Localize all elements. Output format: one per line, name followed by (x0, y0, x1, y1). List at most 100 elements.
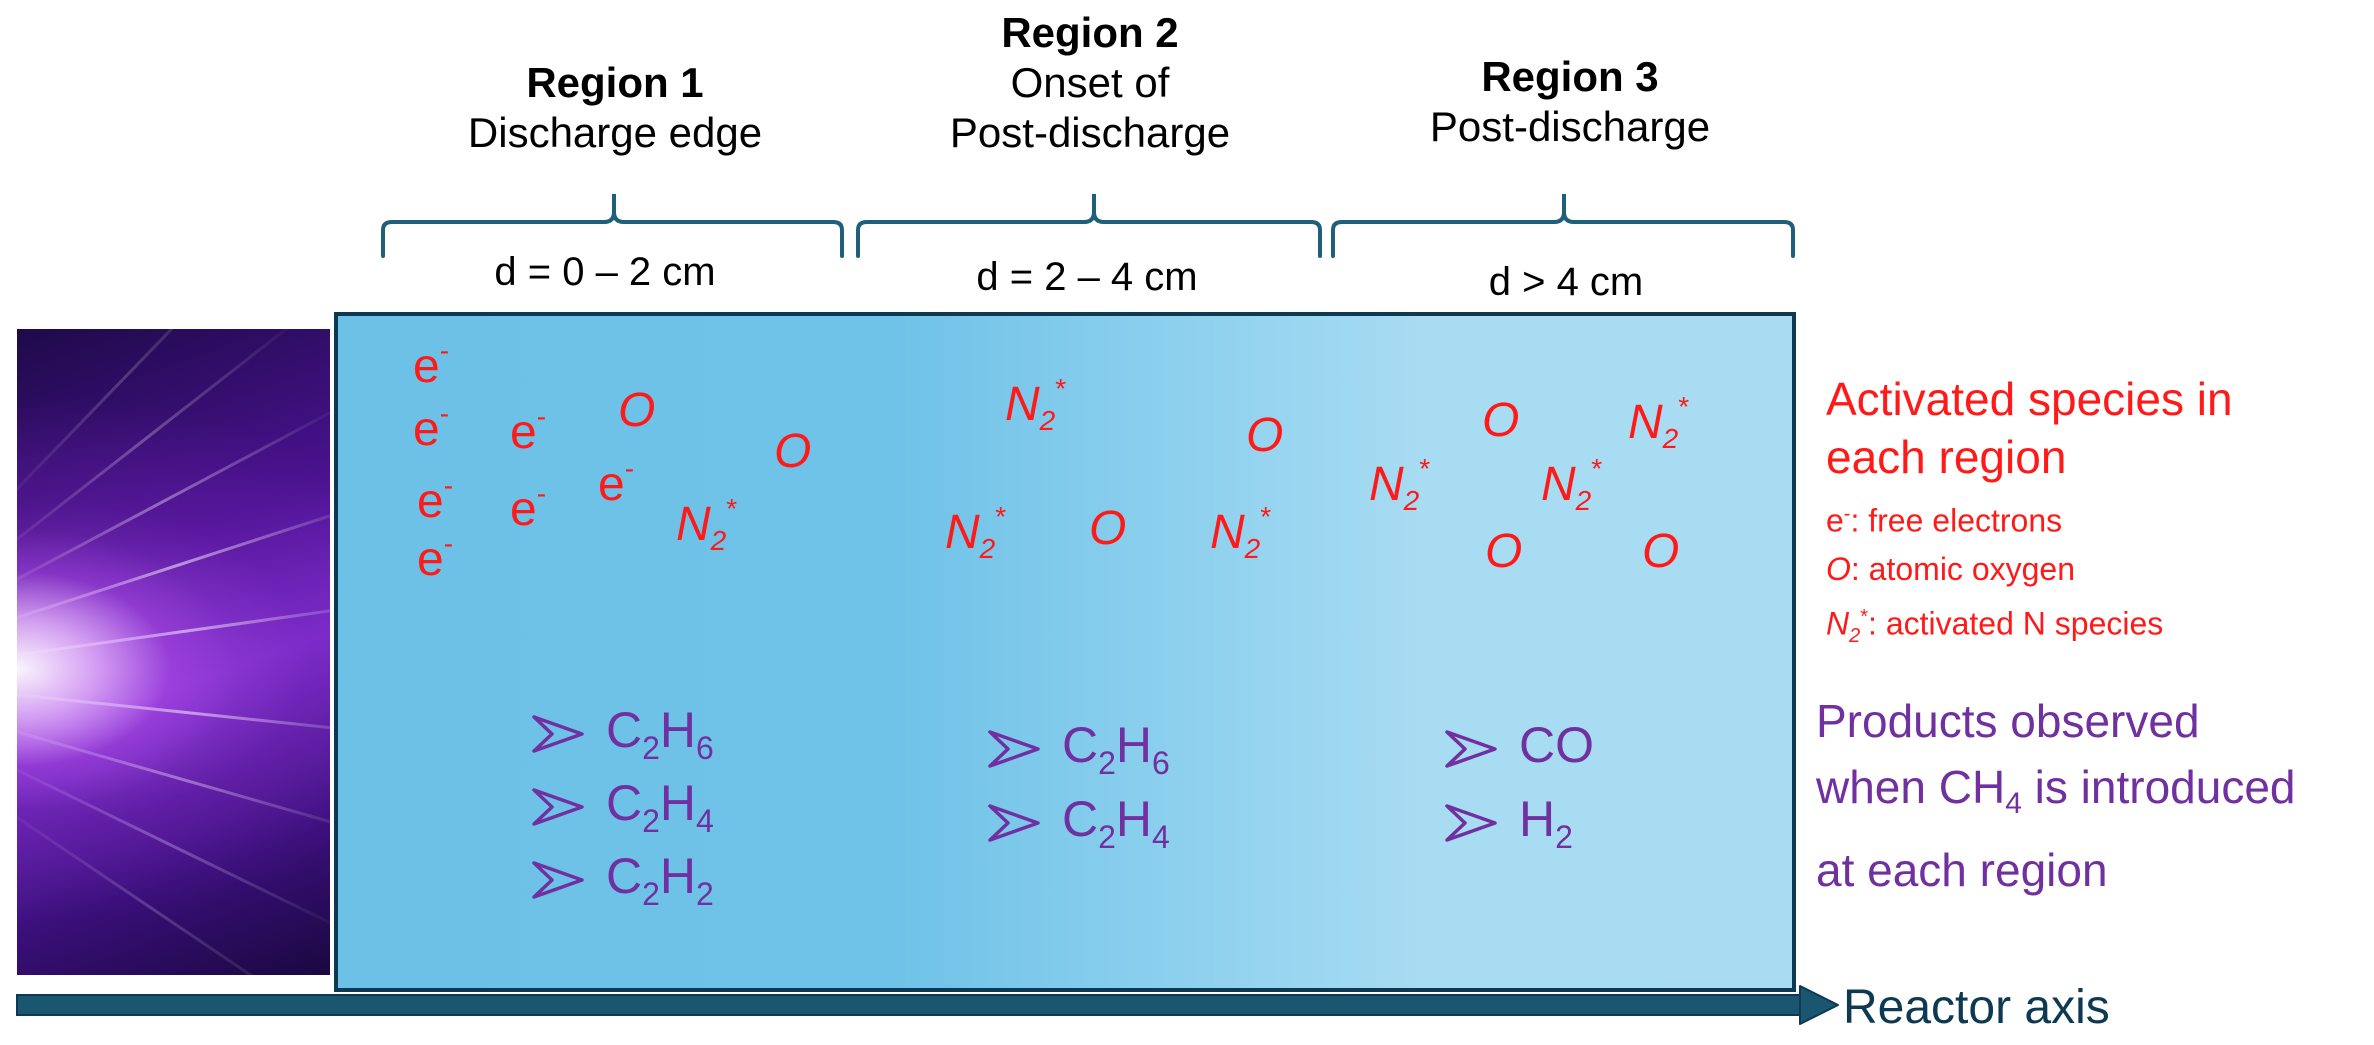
region-2-header: Region 2 Onset of Post-discharge (870, 8, 1310, 158)
electron-symbol: e (1826, 502, 1844, 539)
nitrogen-symbol: N (1005, 378, 1040, 431)
region-1-title: Region 1 (526, 59, 704, 106)
product-item: C2H4 (532, 778, 714, 837)
nitrogen-subscript: 2 (1849, 624, 1861, 647)
product-formula-part: C (606, 702, 643, 758)
legend-nitrogen-desc: : activated N species (1868, 605, 2164, 642)
nitrogen-symbol: N (676, 498, 711, 551)
region-2-distance: d = 2 – 4 cm (976, 255, 1198, 299)
product-formula-subscript: 2 (642, 730, 660, 766)
product-formula-subscript: 6 (696, 730, 714, 766)
region-3-header: Region 3 Post-discharge (1350, 52, 1790, 152)
region-1-distance: d = 0 – 2 cm (494, 250, 716, 294)
nitrogen-excited-mark: * (1591, 453, 1603, 484)
legend-nitrogen: N2*: activated N species (1826, 593, 2366, 660)
electron-charge: - (624, 453, 635, 484)
electron-symbol: e (413, 340, 440, 393)
electron-charge: - (1843, 503, 1851, 525)
reactor-axis-arrow (16, 985, 1839, 1025)
product-item: C2H6 (532, 705, 714, 764)
species-oxygen: O (618, 384, 656, 437)
product-item: C2H4 (988, 794, 1170, 853)
electron-symbol: e (417, 475, 444, 528)
nitrogen-symbol: N (1369, 458, 1404, 511)
plasma-discharge-image (17, 329, 330, 975)
nitrogen-subscript: 2 (1039, 405, 1056, 436)
legend-electrons-desc: : free electrons (1850, 502, 2063, 539)
product-formula-part: C (606, 848, 643, 904)
product-formula-part: H (659, 702, 697, 758)
product-formula-subscript: 2 (1098, 745, 1116, 781)
products-observed-label: Products observed when CH4 is introduced… (1816, 688, 2372, 903)
electron-symbol: e (417, 533, 444, 586)
region-2-subtitle-line-1: Onset of (1010, 59, 1170, 106)
species-electron: e- (510, 403, 546, 457)
electron-symbol: e (598, 458, 625, 511)
product-formula-part: H (1519, 791, 1556, 847)
product-formula-subscript: 4 (1152, 819, 1170, 855)
reactor-axis-label: Reactor axis (1843, 981, 2110, 1034)
species-oxygen: O (1482, 394, 1520, 447)
product-formula-part: C (1062, 717, 1099, 773)
electron-symbol: e (413, 403, 440, 456)
product-formula-part: H (659, 775, 697, 831)
region-3-bracket (1331, 194, 1795, 258)
species-legend: Activated species in each region e-: fre… (1826, 370, 2366, 660)
products-label-line-2: when CH4 is introduced (1816, 754, 2372, 837)
species-electron: e- (413, 337, 449, 391)
nitrogen-excited-mark: * (1260, 501, 1272, 532)
nitrogen-excited-mark: * (1860, 605, 1869, 628)
product-formula-subscript: 2 (642, 803, 660, 839)
region-3-title: Region 3 (1481, 53, 1659, 100)
nitrogen-subscript: 2 (1403, 485, 1420, 516)
region-3-subtitle: Post-discharge (1429, 103, 1711, 150)
nitrogen-symbol: N (1210, 506, 1245, 559)
product-formula-part: H (1115, 717, 1153, 773)
species-nitrogen: N2* (945, 503, 1006, 563)
arrowhead-bullet-icon (532, 788, 584, 826)
product-item: CO (1445, 720, 1594, 770)
product-formula-subscript: 2 (1098, 819, 1116, 855)
nitrogen-subscript: 2 (1662, 423, 1679, 454)
product-formula-part: H (1115, 791, 1153, 847)
legend-oxygen: O: atomic oxygen (1826, 545, 2366, 593)
nitrogen-subscript: 2 (1244, 533, 1261, 564)
species-nitrogen: N2* (676, 495, 737, 555)
product-formula-part: C (606, 775, 643, 831)
arrowhead-bullet-icon (1445, 730, 1497, 768)
species-oxygen: O (1246, 409, 1284, 462)
electron-charge: - (439, 335, 450, 366)
arrowhead-bullet-icon (532, 715, 584, 753)
species-nitrogen: N2* (1210, 503, 1271, 563)
species-nitrogen: N2* (1628, 393, 1689, 453)
product-formula-subscript: 2 (642, 876, 660, 912)
arrowhead-bullet-icon (532, 861, 584, 899)
product-formula-subscript: 6 (1152, 745, 1170, 781)
legend-electrons: e-: free electrons (1826, 490, 2366, 545)
product-formula-subscript: 4 (696, 803, 714, 839)
region-3-distance: d > 4 cm (1488, 260, 1644, 304)
region-2-bracket (856, 194, 1322, 258)
nitrogen-excited-mark: * (726, 493, 738, 524)
oxygen-symbol: O (1826, 550, 1851, 587)
arrowhead-bullet-icon (988, 730, 1040, 768)
products-label-subscript: 4 (2005, 787, 2022, 820)
species-nitrogen: N2* (1005, 375, 1066, 435)
region-1-subtitle: Discharge edge (467, 109, 763, 156)
product-item: C2H6 (988, 720, 1170, 779)
nitrogen-excited-mark: * (1419, 453, 1431, 484)
species-oxygen: O (774, 425, 812, 478)
nitrogen-excited-mark: * (995, 501, 1007, 532)
arrowhead-bullet-icon (988, 804, 1040, 842)
electron-charge: - (443, 470, 454, 501)
product-item: H2 (1445, 794, 1573, 853)
nitrogen-subscript: 2 (1575, 485, 1592, 516)
nitrogen-symbol: N (945, 506, 980, 559)
product-formula-subscript: 2 (1555, 819, 1573, 855)
species-oxygen: O (1089, 502, 1127, 555)
species-oxygen: O (1485, 525, 1523, 578)
product-formula-part: CO (1519, 717, 1594, 773)
species-electron: e- (510, 480, 546, 534)
electron-charge: - (439, 398, 450, 429)
electron-charge: - (536, 401, 547, 432)
